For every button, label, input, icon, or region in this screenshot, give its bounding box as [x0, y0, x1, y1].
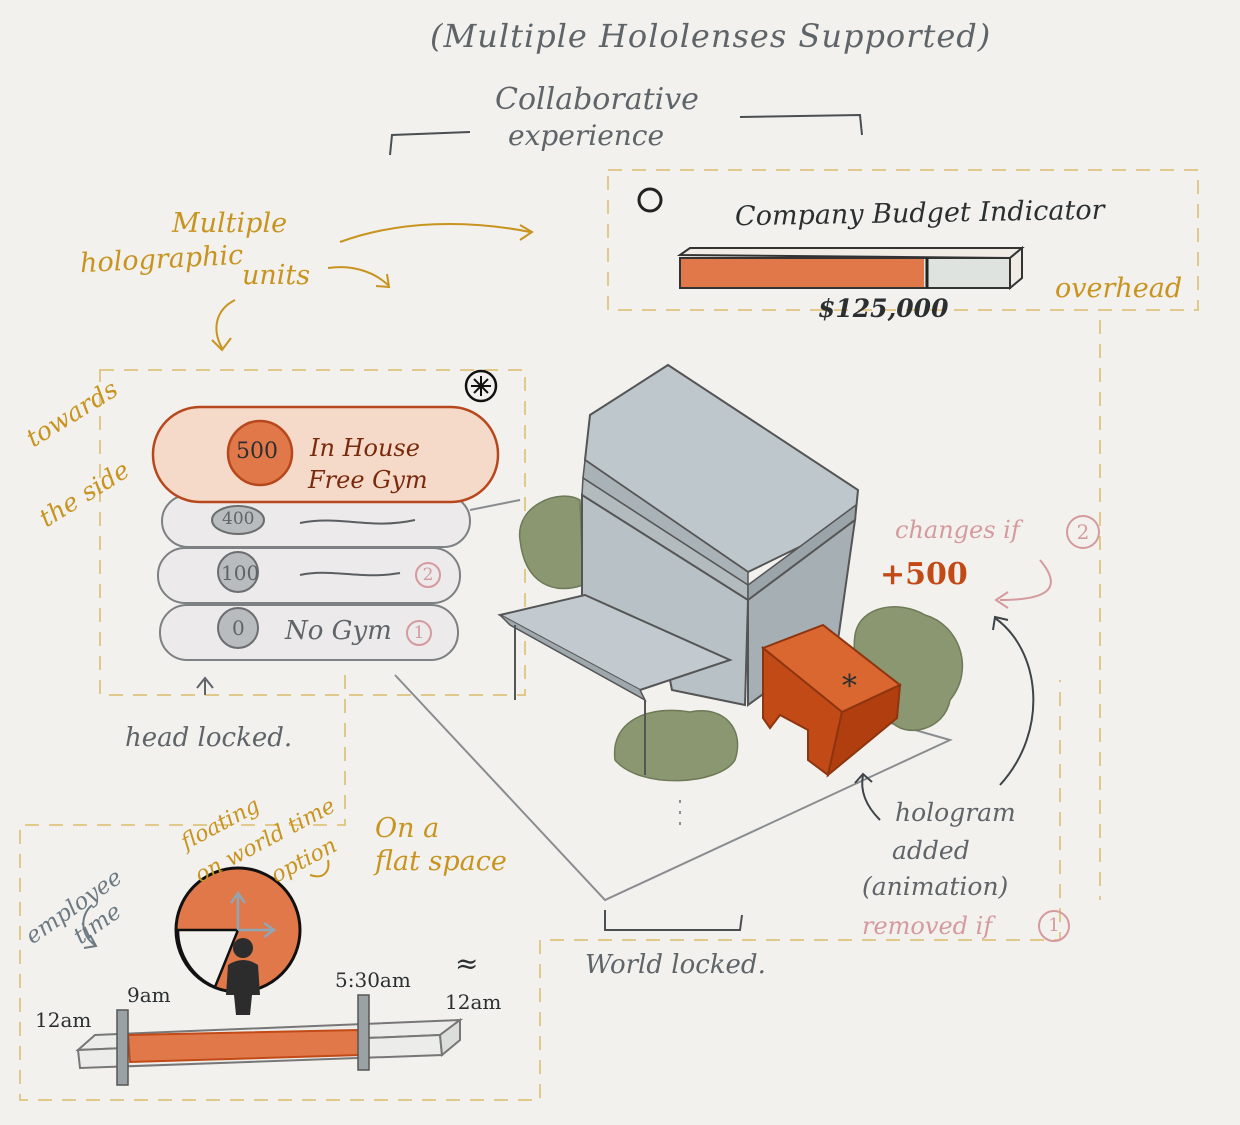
- world-time-clock: [174, 866, 302, 1015]
- option-label-free-gym[interactable]: Free Gym: [308, 466, 428, 494]
- budget-marker-circle: [637, 187, 663, 213]
- employee-arrow: [82, 904, 98, 949]
- option-badge-1: 1: [406, 620, 432, 646]
- removed-if-badge: 1: [1038, 910, 1070, 942]
- changes-arrow: [999, 559, 1052, 601]
- head-locked-label: head locked.: [125, 723, 293, 753]
- world-locked-bracket: [604, 910, 743, 931]
- option-value-100[interactable]: 100: [221, 561, 260, 585]
- units-note-line3: units: [242, 260, 311, 291]
- hologram-asterisk: *: [842, 669, 857, 704]
- budget-amount: $125,000: [818, 294, 949, 323]
- timeline-label-530am: 5:30am: [335, 968, 411, 992]
- budget-frame: [607, 169, 1199, 311]
- units-note-line2: holographic: [79, 239, 244, 280]
- approx-symbol: ≈: [455, 947, 479, 980]
- option-value-0[interactable]: 0: [232, 616, 245, 640]
- gym-hologram: [761, 623, 902, 778]
- flat-space-line2: flat space: [375, 846, 507, 877]
- timeline-label-end: 12am: [445, 990, 502, 1014]
- changes-if-badge: 2: [1066, 515, 1100, 549]
- budget-fill: [681, 259, 924, 287]
- timeline-label-start: 12am: [35, 1008, 92, 1032]
- world-locked-label: World locked.: [585, 950, 766, 980]
- collab-title-line1: Collaborative: [495, 82, 699, 117]
- gold-arrows: [211, 222, 534, 878]
- budget-title: Company Budget Indicator: [734, 194, 1105, 233]
- gym-menu-stack: [151, 369, 500, 661]
- timeline-label-9am: 9am: [127, 983, 171, 1007]
- option-value-400[interactable]: 400: [222, 509, 255, 529]
- collab-title-line2: experience: [508, 119, 665, 152]
- hologram-note-line1: hologram: [895, 798, 1016, 827]
- option-label-in-house[interactable]: In House: [310, 434, 420, 462]
- timeline-end-post: [357, 994, 370, 1071]
- hologram-note-line3: (animation): [862, 872, 1009, 901]
- hologram-note-line2: added: [892, 836, 970, 865]
- world-frame: [19, 320, 1101, 1101]
- option-value-500[interactable]: 500: [236, 439, 278, 464]
- timeline-bar: [75, 994, 464, 1086]
- hologram-arrows: [854, 615, 1035, 821]
- units-note-line1: Multiple: [172, 208, 288, 239]
- building: [497, 363, 860, 775]
- option-label-no-gym[interactable]: No Gym: [285, 616, 392, 646]
- removed-if-label: removed if: [862, 912, 993, 940]
- budget-bar: [676, 245, 1025, 291]
- overhead-label: overhead: [1055, 273, 1183, 304]
- head-locked-arrow: [196, 676, 214, 695]
- page-title: (Multiple Hololenses Supported): [430, 17, 992, 55]
- header-brackets: [389, 113, 863, 156]
- flat-space-line1: On a: [375, 813, 440, 844]
- timeline-start-post: [116, 1009, 129, 1086]
- changes-if-label: changes if: [895, 516, 1020, 544]
- bonus-value: +500: [880, 557, 968, 592]
- option-badge-2: 2: [415, 562, 441, 588]
